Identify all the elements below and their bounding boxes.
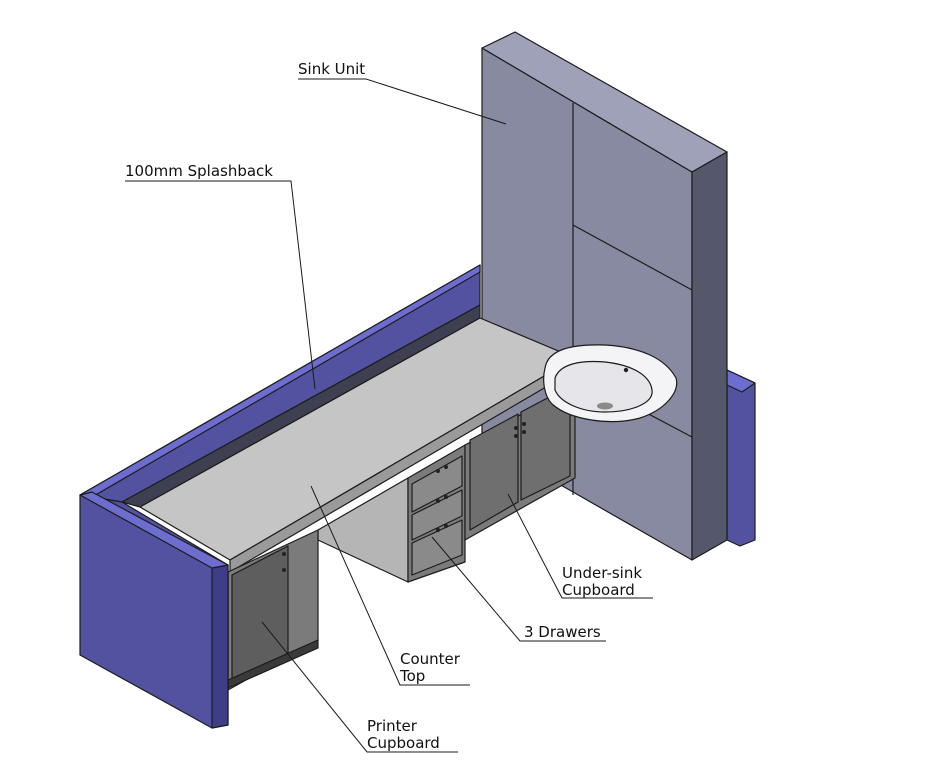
label-splashback: 100mm Splashback [125,162,273,180]
label-counter-line1: Counter [400,650,461,668]
right-end-wall [726,369,756,547]
leader-under-sink [507,493,653,599]
drawer-unit [407,444,466,583]
printer-cupboard [227,529,319,691]
label-printer-line1: Printer [367,717,418,735]
label-counter-line2: Top [399,667,425,685]
label-sink-unit: Sink Unit [298,60,365,78]
label-under-sink-line1: Under-sink [562,564,642,582]
leader-drawers [431,536,606,642]
leader-splashback [125,180,316,390]
label-under-sink-line2: Cupboard [562,581,635,599]
left-end-wall [79,491,229,729]
label-drawers: 3 Drawers [524,623,601,641]
leader-counter-top [310,485,470,686]
label-printer-line2: Cupboard [367,734,440,752]
cupboard-handle-icon [514,422,526,438]
printer-handle-icon [282,552,286,572]
leader-sink-unit [298,78,507,125]
drawer-handle-icon [436,465,448,532]
leader-lines [125,78,653,753]
sink-basin [543,344,678,423]
leader-printer-cupboard [261,621,458,753]
under-sink-cupboard [464,384,576,541]
